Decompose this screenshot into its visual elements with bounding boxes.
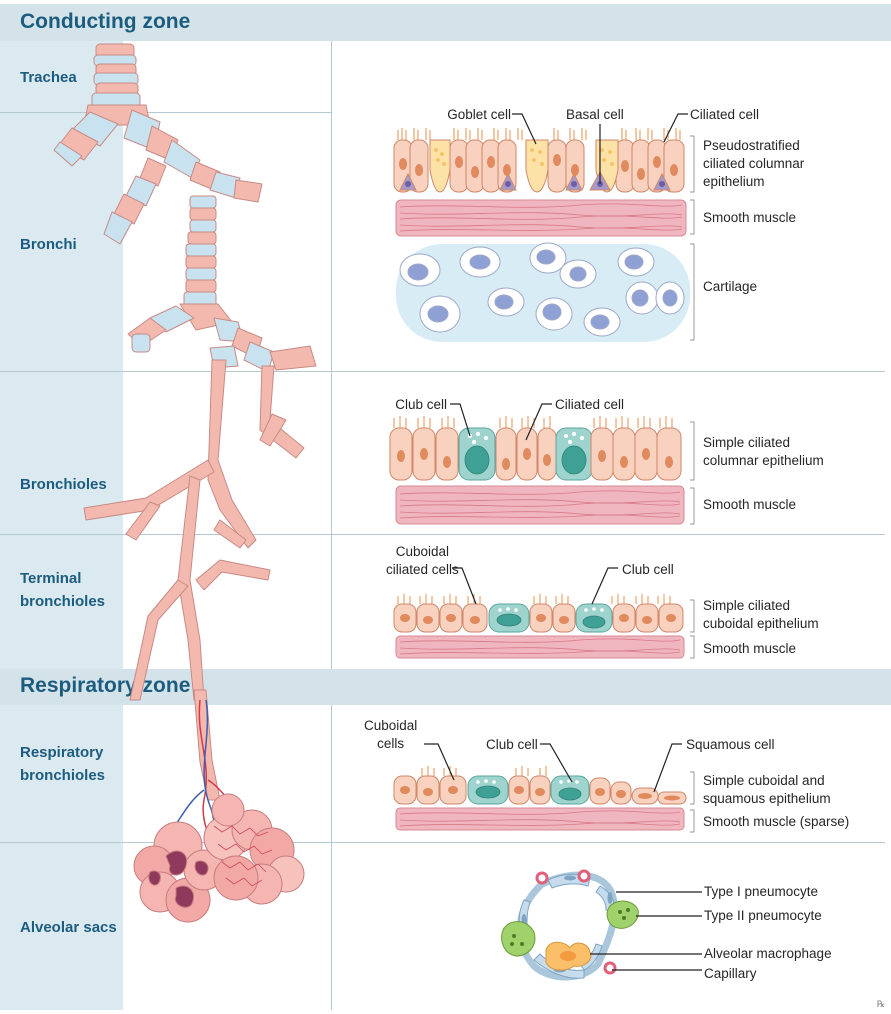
- bronchioles-muscle-fibers: [399, 490, 681, 519]
- secondary-bronchus: [103, 157, 217, 307]
- type-ii-granules: [510, 908, 630, 946]
- row-divider-bronchioles: [0, 534, 885, 535]
- side-column-respiratory: [0, 705, 123, 1010]
- macrophage-nucleus: [560, 951, 576, 961]
- row-divider-bronchi: [0, 371, 885, 372]
- row-label-alveolar-sacs: Alveolar sacs: [20, 919, 117, 936]
- label-club-cell-bronchioles: Club cell: [395, 397, 447, 412]
- bronchi-cilia: [397, 128, 681, 140]
- row-divider-trachea: [0, 112, 331, 113]
- terminal-leader-lines: [452, 567, 618, 605]
- basal-cell-nuclei: [405, 181, 665, 187]
- goblet-mucin-granules: [434, 148, 614, 166]
- bronchi-epithelium: [393, 139, 685, 193]
- label-simple-ciliated-columnar: Simple ciliated columnar epithelium: [703, 435, 824, 468]
- bronchi-nuclei: [399, 154, 678, 180]
- bronchioles-tubes: [83, 359, 305, 801]
- left-bronchus: [53, 111, 119, 167]
- label-simple-ciliated-cuboidal: Simple ciliated cuboidal epithelium: [703, 598, 819, 631]
- label-cartilage: Cartilage: [703, 279, 758, 294]
- bronchioles-leader-lines: [450, 403, 552, 441]
- label-type-i-pneumocyte: Type I pneumocyte: [704, 884, 819, 899]
- type-ii-pneumocytes: [501, 900, 639, 957]
- capillary-network: [213, 825, 273, 887]
- respiratory-leader-lines: [424, 743, 682, 793]
- label-ciliated-cell-bronchi: Ciliated cell: [690, 107, 760, 122]
- row-label-bronchi: Bronchi: [20, 236, 77, 253]
- terminal-brackets: [690, 599, 695, 659]
- respiratory-zone-title: Respiratory zone: [20, 674, 191, 697]
- respiratory-zone-bar: [0, 669, 891, 705]
- label-smooth-muscle-sparse: Smooth muscle (sparse): [703, 814, 850, 829]
- terminal-club-granules: [498, 607, 604, 612]
- respiratory-muscle-fibers: [399, 810, 681, 827]
- bronchioles-brackets: [690, 421, 695, 525]
- bronchi-leader-lines: [512, 113, 688, 184]
- bronchioles-epithelium: [389, 427, 682, 481]
- publisher-logo-icon: ℞: [876, 999, 885, 1009]
- row-divider-respiratory: [0, 842, 885, 843]
- respiratory-nuclei: [400, 786, 680, 801]
- label-ciliated-cell-bronchioles: Ciliated cell: [555, 397, 625, 412]
- row-label-bronchioles: Bronchioles: [20, 476, 107, 493]
- trachea-rings: [83, 43, 151, 126]
- bronchi-smooth-muscle: [395, 199, 687, 237]
- lower-bronchus-branches: [127, 303, 317, 373]
- respiratory-club-granules: [476, 779, 579, 784]
- conducting-zone-bar: [0, 4, 891, 41]
- label-type-ii-pneumocyte: Type II pneumocyte: [704, 908, 822, 923]
- right-bronchus: [123, 109, 263, 203]
- bronchi-brackets: [690, 135, 695, 341]
- club-cell-nuclei: [464, 445, 587, 475]
- conducting-zone-title: Conducting zone: [20, 10, 191, 33]
- terminal-club-nuclei: [496, 613, 606, 629]
- row-label-trachea: Trachea: [20, 69, 77, 86]
- club-cell-granules: [468, 432, 584, 444]
- respiratory-club-nuclei: [475, 785, 582, 801]
- bronchioles-smooth-muscle: [395, 485, 685, 525]
- chondrocytes: [399, 242, 685, 337]
- terminal-cilia: [397, 594, 671, 604]
- row-label-terminal-bronchioles: Terminal bronchioles: [20, 570, 106, 610]
- label-basal-cell: Basal cell: [566, 107, 624, 122]
- terminal-muscle-fibers: [399, 638, 681, 655]
- label-cuboidal-ciliated-cells: Cuboidal ciliated cells: [386, 544, 459, 577]
- bronchi-muscle-fibers: [399, 203, 683, 232]
- terminal-nuclei: [400, 614, 676, 624]
- label-smooth-muscle-bronchi: Smooth muscle: [703, 210, 797, 225]
- column-divider-lower: [331, 705, 332, 1010]
- label-smooth-muscle-terminal: Smooth muscle: [703, 641, 797, 656]
- label-pseudostratified-epithelium: Pseudostratified ciliated columnar epith…: [703, 138, 805, 189]
- alveolar-leader-lines: [590, 891, 702, 971]
- label-club-cell-terminal: Club cell: [622, 562, 674, 577]
- bronchioles-nuclei: [397, 448, 673, 470]
- label-capillary: Capillary: [704, 966, 757, 981]
- label-simple-cuboidal-squamous: Simple cuboidal and squamous epithelium: [703, 773, 831, 806]
- row-label-respiratory-bronchioles: Respiratory bronchioles: [20, 744, 106, 784]
- label-goblet-cell: Goblet cell: [447, 107, 511, 122]
- bronchioles-cilia: [393, 416, 673, 428]
- label-club-cell-respiratory: Club cell: [486, 737, 538, 752]
- label-squamous-cell: Squamous cell: [686, 737, 775, 752]
- respiratory-brackets: [690, 771, 695, 833]
- label-alveolar-macrophage: Alveolar macrophage: [704, 946, 832, 961]
- label-smooth-muscle-bronchioles: Smooth muscle: [703, 497, 797, 512]
- label-cuboidal-cells: Cuboidal cells: [364, 718, 418, 751]
- column-divider: [331, 41, 332, 669]
